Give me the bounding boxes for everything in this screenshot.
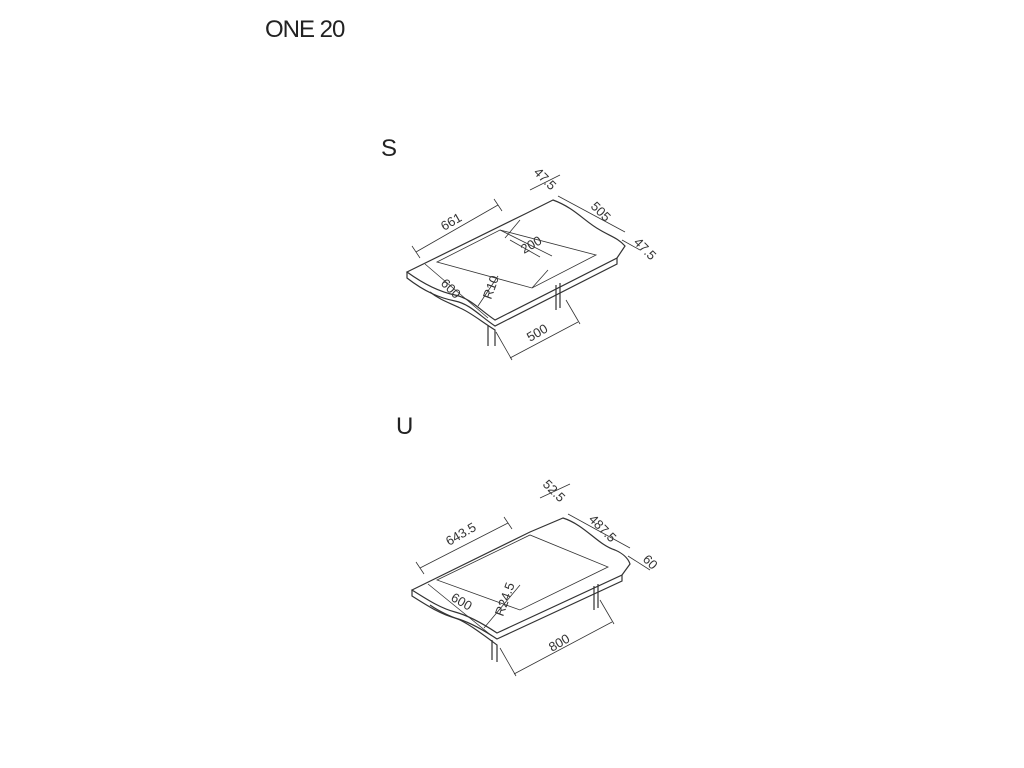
u-inner-opening [435,534,609,611]
u-dim-487-5 [567,513,631,549]
s-dim-47-5-right [621,239,641,251]
s-inner-divider [499,219,553,289]
s-dim-505 [557,195,626,233]
s-dim-text-500: 500 [524,321,550,345]
s-inner-opening [435,229,598,289]
u-front-panel [429,604,498,662]
s-dim-text-47-5-top: 47.5 [531,165,560,194]
u-top-thickness [411,575,623,640]
s-dim-47-5-top [529,174,561,191]
u-dim-800 [499,599,615,677]
s-dim-200 [509,239,541,258]
u-dim-text-487-5: 487.5 [586,512,620,546]
s-dim-text-505: 505 [588,199,614,225]
s-top-thickness [406,258,618,327]
section-label-u: U [396,413,414,440]
u-top-outline [410,517,631,634]
s-dim-661 [411,198,503,259]
drawing-s: 661 47.5 505 47.5 200 600 R10 500 [405,165,660,361]
u-dim-52-5 [539,483,571,499]
u-dim-text-r24-5: R24.5 [492,580,518,618]
u-right-leg [593,584,599,610]
u-dim-text-52-5: 52.5 [540,477,569,506]
s-dim-500 [495,299,581,361]
s-dim-text-47-5-right: 47.5 [631,235,660,264]
drawing-u: 643.5 52.5 487.5 60 600 R24.5 800 [410,477,661,677]
s-right-leg [555,283,561,310]
u-dim-text-600: 600 [449,590,475,614]
u-dim-text-60: 60 [640,552,661,573]
s-dim-600 [424,263,489,319]
s-dim-r10 [477,275,499,307]
s-dim-text-r10: R10 [480,273,502,301]
u-dim-60 [627,555,651,571]
u-dim-r24-5 [483,584,521,629]
u-dim-text-643-5: 643.5 [443,519,479,548]
u-dim-600 [427,583,493,637]
section-label-s: S [381,135,398,162]
page-title: ONE 20 [265,16,345,43]
s-dim-text-200: 200 [518,233,544,257]
s-dim-text-661: 661 [438,210,464,234]
s-top-outline [405,199,626,321]
u-dim-text-800: 800 [546,631,572,655]
u-dim-643-5 [415,516,513,575]
